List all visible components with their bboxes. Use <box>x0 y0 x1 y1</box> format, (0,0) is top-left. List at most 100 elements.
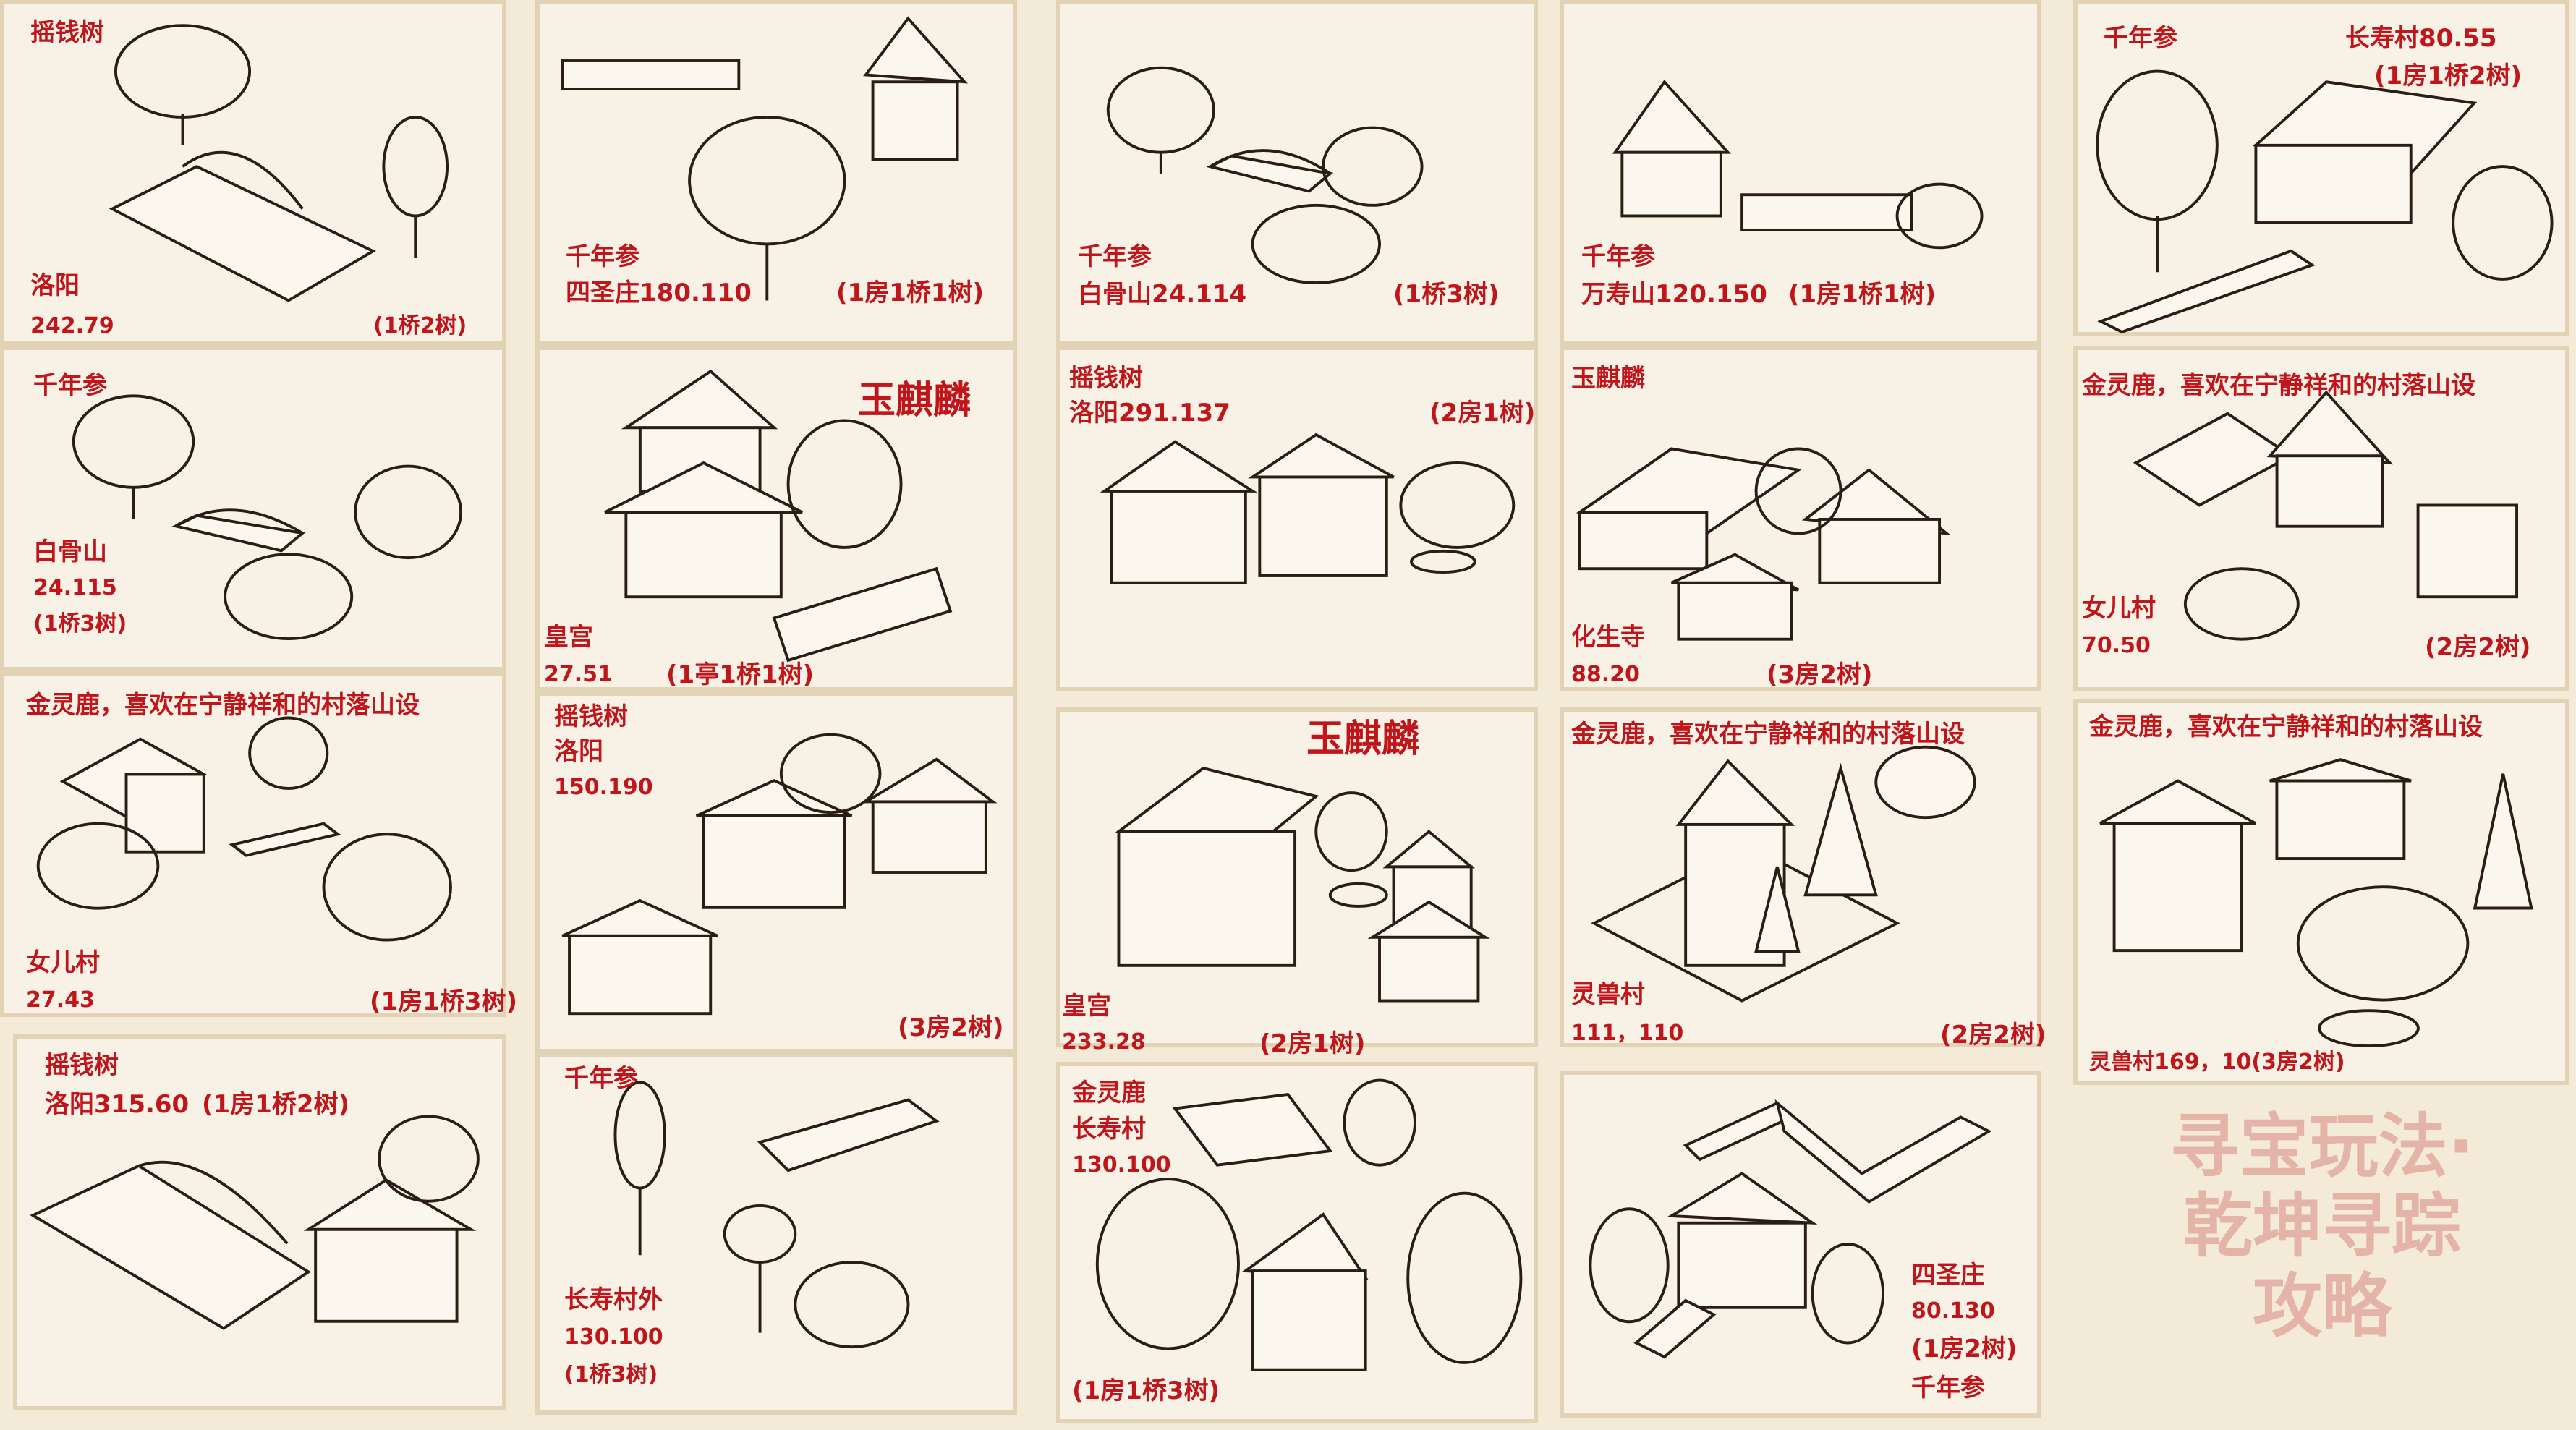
composition: (2房1树) <box>1429 399 1536 427</box>
card-title: 千年参 <box>1078 242 1152 271</box>
composition: (2房2树) <box>1940 1021 2046 1050</box>
card-ginseng-sishengzhuang: 千年参 四圣庄180.110 (1房1桥1树) <box>535 0 1017 346</box>
watermark-line-3: 攻略 <box>2253 1265 2392 1347</box>
card-title: 摇钱树 <box>554 702 628 731</box>
card-title: 千年参 <box>33 371 107 400</box>
temple-illustration <box>1576 447 1952 641</box>
card-title: 摇钱树 <box>30 18 104 47</box>
card-kylin-palace-1: 玉麒麟 皇宫 27.51 (1亭1桥1树) <box>535 346 1017 691</box>
location-coords: 万寿山120.150 <box>1581 280 1767 309</box>
pagoda-tree-illustration <box>2099 758 2533 1048</box>
location: 长寿村外 <box>564 1285 663 1314</box>
coords: 24.115 <box>33 575 117 600</box>
bridge-trees-illustration <box>72 394 463 641</box>
card-title: 玉麒麟 <box>1571 364 1645 393</box>
coords: 27.43 <box>26 987 95 1013</box>
card-deer-changshoucun: 金灵鹿 长寿村 130.100 (1房1桥3树) <box>1056 1062 1538 1423</box>
location: 长寿村 <box>1072 1115 1146 1144</box>
location: 女儿村 <box>26 948 100 977</box>
card-money-tree-luoyang-4: 摇钱树 洛阳315.60 (1房1桥2树) <box>13 1034 506 1410</box>
card-title: 千年参 <box>566 242 639 271</box>
card-title: 摇钱树 <box>1069 364 1143 393</box>
composition: (1房1桥2树) <box>202 1090 350 1119</box>
coords: 242.79 <box>30 313 114 339</box>
houses-tree-illustration <box>1100 433 1516 584</box>
pavilion-illustration <box>604 369 953 663</box>
coords: 130.100 <box>1072 1152 1171 1178</box>
location-coords: 洛阳315.60 <box>45 1090 190 1119</box>
shrine-trees-illustration <box>1591 745 1976 1003</box>
location-coords-composition: 灵兽村169，10(3房2树) <box>2089 1050 2345 1075</box>
location: 灵兽村 <box>1571 980 1645 1009</box>
card-deer-nuercun-1: 金灵鹿，喜欢在宁静祥和的村落山设 女儿村 70.50 (2房2树) <box>2073 346 2569 691</box>
card-title: 金灵鹿，喜欢在宁静祥和的村落山设 <box>26 691 420 720</box>
card-title: 玉麒麟 <box>1306 717 1420 761</box>
composition: (1桥2树) <box>373 313 467 339</box>
watermark: 寻宝玩法· 乾坤寻踪 攻略 <box>2120 1107 2525 1347</box>
bridge-palm-trees-illustration <box>613 1081 940 1349</box>
card-title: 金灵鹿，喜欢在宁静祥和的村落山设 <box>1571 720 1965 749</box>
location: 皇宫 <box>544 623 593 652</box>
village-illustration <box>2133 390 2518 641</box>
palace-illustration <box>1115 766 1490 1003</box>
card-kylin-huashengsi: 玉麒麟 化生寺 88.20 (3房2树) <box>1560 346 2041 691</box>
composition: (2房2树) <box>2425 633 2531 662</box>
hut-bridge-illustration <box>1612 80 1984 250</box>
card-title: 金灵鹿，喜欢在宁静祥和的村落山设 <box>2089 712 2483 741</box>
coords: 150.190 <box>554 775 653 800</box>
composition: (1房2树) <box>1911 1335 2018 1363</box>
coords: 70.50 <box>2082 633 2151 658</box>
card-money-tree-luoyang-1: 摇钱树 洛阳 242.79 (1桥2树) <box>0 0 506 346</box>
composition: (1房1桥1树) <box>1788 280 1937 309</box>
card-deer-lingshoucun-2: 金灵鹿，喜欢在宁静祥和的村落山设 灵兽村169，10(3房2树) <box>2073 699 2569 1085</box>
house-bridge-willow-illustration <box>1095 1078 1523 1371</box>
card-money-tree-luoyang-3: 摇钱树 洛阳 150.190 (3房2树) <box>535 691 1017 1053</box>
composition: (3房2树) <box>1767 660 1873 689</box>
location: 四圣庄 <box>1911 1261 1985 1290</box>
coords: 27.51 <box>544 662 613 687</box>
coords: 111，110 <box>1571 1021 1684 1046</box>
composition: (2房1树) <box>1259 1029 1366 1058</box>
location-coords: 洛阳291.137 <box>1069 399 1230 427</box>
card-title: 玉麒麟 <box>858 378 972 422</box>
watermark-line-2: 乾坤寻踪 <box>2183 1186 2461 1267</box>
house-trees-illustration <box>36 716 452 942</box>
coords: 88.20 <box>1571 662 1640 687</box>
location: 白骨山 <box>33 537 107 566</box>
location-coords: 四圣庄180.110 <box>566 278 752 307</box>
location-coords: 长寿村80.55 <box>2345 24 2497 53</box>
bridge-house-illustration <box>30 1115 480 1330</box>
composition: (3房2树) <box>898 1013 1004 1042</box>
card-ginseng-wanshoushan: 千年参 万寿山120.150 (1房1桥1树) <box>1560 0 2041 346</box>
card-title: 金灵鹿 <box>1072 1078 1146 1107</box>
composition: (1桥3树) <box>33 611 127 637</box>
coords: 233.28 <box>1062 1029 1146 1055</box>
card-title: 千年参 <box>2104 24 2177 53</box>
location-coords: 白骨山24.114 <box>1078 280 1247 309</box>
coords: 80.130 <box>1911 1298 1995 1324</box>
courtyard-illustration <box>561 733 998 1016</box>
composition: (1房1桥3树) <box>370 987 518 1016</box>
card-ginseng-baigushan-2: 千年参 白骨山 24.115 (1桥3树) <box>0 346 506 671</box>
location: 化生寺 <box>1571 623 1645 652</box>
pavilion-walkway-illustration <box>1589 1099 1992 1359</box>
composition: (1房1桥1树) <box>836 278 985 307</box>
card-title: 摇钱树 <box>45 1051 119 1080</box>
card-ginseng-sishengzhuang-2: 四圣庄 80.130 (1房2树) 千年参 <box>1560 1071 2041 1418</box>
house-bridge-tree-illustration <box>2096 69 2554 334</box>
composition: (1房1桥2树) <box>2374 61 2522 90</box>
composition: (1桥3树) <box>1393 280 1500 309</box>
card-title: 千年参 <box>1581 242 1655 271</box>
card-title: 千年参 <box>564 1064 638 1093</box>
card-title: 千年参 <box>1911 1374 1985 1403</box>
card-deer-lingshoucun-1: 金灵鹿，喜欢在宁静祥和的村落山设 灵兽村 111，110 (2房2树) <box>1560 707 2046 1050</box>
location: 洛阳 <box>554 737 603 766</box>
composition: (1桥3树) <box>564 1362 658 1387</box>
location: 皇宫 <box>1062 992 1111 1021</box>
card-kylin-palace-2: 玉麒麟 皇宫 233.28 (2房1树) <box>1056 707 1538 1058</box>
location: 洛阳 <box>30 271 80 300</box>
card-deer-nuercun-2: 金灵鹿，喜欢在宁静祥和的村落山设 女儿村 27.43 (1房1桥3树) <box>0 671 517 1017</box>
bridge-trees-illustration <box>1106 66 1424 285</box>
composition: (1亭1桥1树) <box>666 660 815 689</box>
card-ginseng-baigushan-1: 千年参 白骨山24.114 (1桥3树) <box>1056 0 1538 346</box>
